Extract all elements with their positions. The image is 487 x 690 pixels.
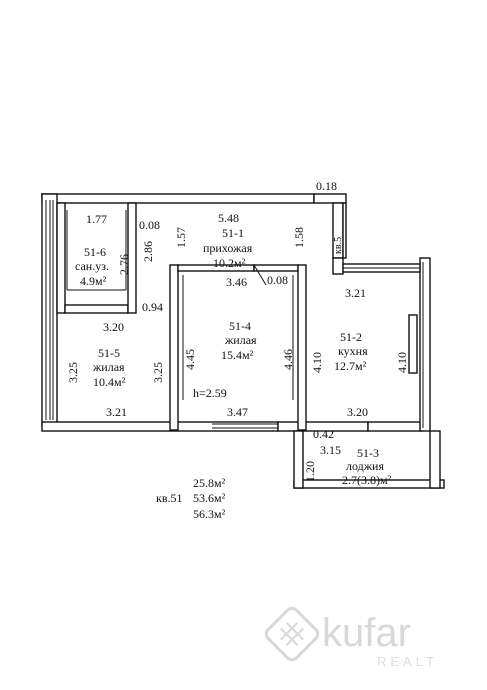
watermark-brand: kufar: [322, 611, 411, 655]
loggia-number: 51-3: [357, 446, 379, 460]
summary-total-loggia: 56.3м²: [193, 507, 226, 521]
loggia-name: лоджия: [346, 459, 384, 473]
kufar-logo-icon: [264, 606, 320, 662]
bedroom-main-height-left: 4.45: [183, 349, 197, 370]
summary-total: 53.6м²: [193, 491, 226, 505]
kitchen-dim-bottom: 3.20: [347, 405, 368, 419]
kitchen-area: 12.7м²: [334, 359, 367, 373]
hall-name: прихожая: [203, 241, 253, 255]
bedroom-main-dim-bottom: 3.47: [227, 405, 248, 419]
hall-number: 51-1: [222, 226, 244, 240]
hall-width-right: 1.58: [292, 227, 306, 248]
summary-flat-label: кв.51: [156, 491, 183, 505]
shaft: 0.18 кв.5: [316, 179, 344, 254]
loggia-dim-top: 0.42: [313, 427, 334, 441]
kitchen-height-left: 4.10: [310, 352, 324, 373]
wc-name: сан.уз.: [75, 259, 109, 273]
area-summary: 25.8м² кв.51 53.6м² 56.3м²: [156, 476, 226, 521]
wc-dim-top: 1.77: [86, 212, 107, 226]
kitchen-name: кухня: [338, 344, 368, 358]
room-hall: 5.48 51-1 прихожая 10.2м² 1.57 1.58 3.46…: [174, 211, 306, 289]
hall-dims-top: 5.48: [218, 211, 239, 225]
bedroom-main-area: 15.4м²: [221, 348, 254, 362]
hall-small-dim: 0.08: [267, 273, 288, 287]
wc-height-1: 2.76: [117, 254, 131, 275]
room-wc: 1.77 0.08 51-6 сан.уз. 4.9м² 2.76 2.86 0…: [75, 212, 163, 314]
wc-dim-small: 0.08: [139, 218, 160, 232]
watermark-sub: REALT: [377, 654, 438, 669]
bedroom-main-number: 51-4: [229, 319, 251, 333]
summary-living: 25.8м²: [193, 476, 226, 490]
room-loggia: 0.42 3.15 51-3 лоджия 2.7(3.8)м² 1.20: [303, 427, 392, 487]
hall-width-left: 1.57: [174, 227, 188, 248]
wc-height-2: 2.86: [141, 241, 155, 262]
bedroom-small-name: жилая: [92, 360, 125, 374]
hall-area: 10.2м²: [213, 256, 246, 270]
bedroom-small-height-right: 3.25: [151, 362, 165, 383]
wc-number: 51-6: [84, 245, 106, 259]
wc-dim-bottom: 0.94: [142, 300, 163, 314]
kitchen-dim-top: 3.21: [345, 286, 366, 300]
kitchen-number: 51-2: [340, 330, 362, 344]
bedroom-main-name: жилая: [224, 333, 257, 347]
room-bedroom-small: 3.20 51-5 жилая 10.4м² 3.25 3.25 3.21: [66, 320, 165, 419]
room-bedroom-main: 51-4 жилая 15.4м² 4.45 4.46 h=2.59 3.47: [183, 319, 295, 419]
bedroom-small-dim-top: 3.20: [103, 320, 124, 334]
loggia-dim-inner: 3.15: [320, 443, 341, 457]
shaft-dim-top: 0.18: [316, 179, 337, 193]
room-kitchen: 3.21 51-2 кухня 12.7м² 4.10 4.10 3.20: [310, 286, 409, 419]
bedroom-main-ceiling: h=2.59: [193, 386, 227, 400]
walls: [41, 193, 445, 489]
bedroom-small-number: 51-5: [98, 346, 120, 360]
wc-area: 4.9м²: [80, 274, 107, 288]
loggia-height-left: 1.20: [303, 461, 317, 482]
loggia-area: 2.7(3.8)м²: [342, 473, 392, 487]
kufar-watermark: kufar REALT: [264, 606, 438, 669]
bedroom-main-height-right: 4.46: [281, 349, 295, 370]
bedroom-small-height-left: 3.25: [66, 362, 80, 383]
kitchen-height-right: 4.10: [395, 352, 409, 373]
hall-inner-width: 3.46: [226, 275, 247, 289]
bedroom-small-dim-bottom: 3.21: [106, 405, 127, 419]
shaft-label: кв.5: [333, 237, 344, 254]
bedroom-small-area: 10.4м²: [93, 375, 126, 389]
